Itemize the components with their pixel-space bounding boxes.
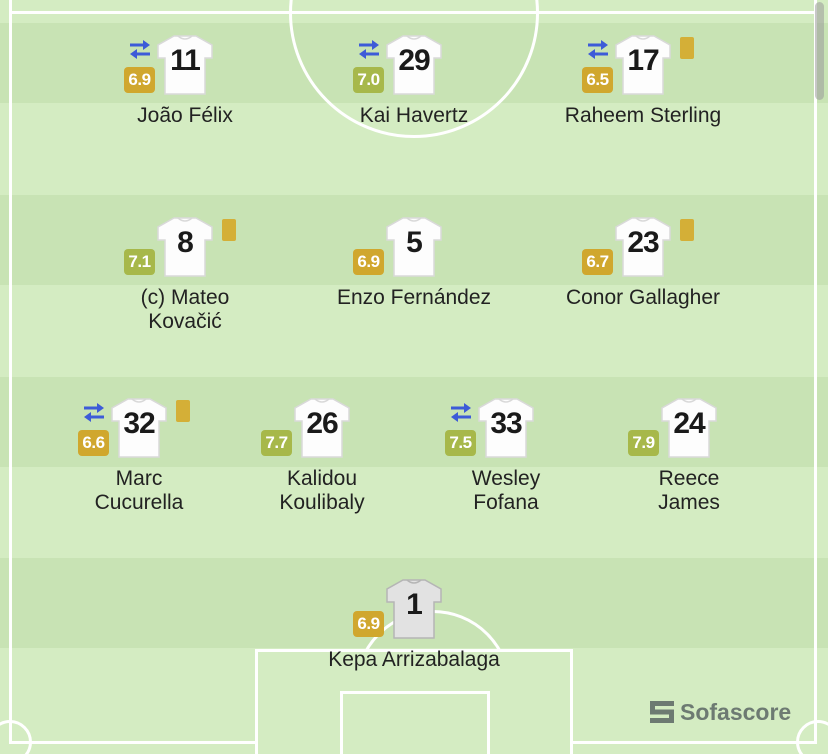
player-name-line: Fofana	[473, 491, 539, 514]
player-name-line: Cucurella	[94, 491, 184, 514]
shirt-icon: 33	[477, 397, 535, 459]
rating-badge: 6.9	[124, 67, 155, 93]
shirt-icon: 5	[385, 216, 443, 278]
yellow-card-icon	[680, 37, 694, 59]
shirt-icon: 23	[614, 216, 672, 278]
shirt-number: 11	[170, 44, 201, 77]
shirt-number: 29	[398, 44, 430, 77]
rating-badge: 7.0	[353, 67, 384, 93]
substitution-icon	[585, 37, 611, 61]
sofascore-logo-text: Sofascore	[680, 698, 792, 725]
shirt-number: 24	[673, 407, 705, 440]
substitution-icon	[448, 400, 474, 424]
player-name-line: Conor Gallagher	[565, 286, 721, 309]
player-name-line: (c) Mateo	[140, 286, 230, 309]
player-name[interactable]: Kai Havertz	[314, 104, 514, 128]
rating-badge: 7.7	[261, 430, 292, 456]
rating-badge: 6.6	[78, 430, 109, 456]
player-name-line: Kalidou	[286, 467, 358, 490]
scrollbar[interactable]	[815, 2, 824, 100]
player-name[interactable]: Raheem Sterling	[543, 104, 743, 128]
rating-badge: 6.5	[582, 67, 613, 93]
player-name[interactable]: João Félix	[85, 104, 285, 128]
player-name-line: Raheem Sterling	[564, 104, 722, 127]
shirt-icon: 8	[156, 216, 214, 278]
substitution-icon	[81, 400, 107, 424]
yellow-card-icon	[176, 400, 190, 422]
goal-area	[340, 691, 490, 754]
shirt-number: 32	[123, 407, 155, 440]
substitution-icon	[127, 37, 153, 61]
penalty-box	[255, 649, 573, 754]
shirt-icon: 26	[293, 397, 351, 459]
shirt-icon: 17	[614, 34, 672, 96]
rating-badge: 7.9	[628, 430, 659, 456]
player-name-line: Marc	[115, 467, 163, 490]
player-name-line: Wesley	[471, 467, 541, 490]
sofascore-logo-icon	[650, 701, 674, 723]
player-name[interactable]: Conor Gallagher	[543, 286, 743, 310]
shirt-number: 1	[406, 588, 423, 621]
rating-badge: 7.1	[124, 249, 155, 275]
substitution-icon	[356, 37, 382, 61]
rating-badge: 6.9	[353, 249, 384, 275]
player-name-line: Koulibaly	[279, 491, 365, 514]
shirt-icon: 1	[385, 578, 443, 640]
shirt-icon: 32	[110, 397, 168, 459]
player-name-line: João Félix	[137, 104, 233, 127]
rating-badge: 6.9	[353, 611, 384, 637]
player-name-line: James	[658, 491, 720, 514]
yellow-card-icon	[680, 219, 694, 241]
shirt-number: 5	[406, 226, 423, 259]
player-name-line: Reece	[658, 467, 720, 490]
shirt-icon: 11	[156, 34, 214, 96]
player-name[interactable]: Enzo Fernández	[314, 286, 514, 310]
shirt-number: 33	[490, 407, 522, 440]
sofascore-logo: Sofascore	[650, 699, 791, 725]
player-name-line: Kai Havertz	[359, 104, 469, 127]
shirt-number: 23	[627, 226, 659, 259]
corner-arc-right	[796, 720, 828, 754]
rating-badge: 7.5	[445, 430, 476, 456]
shirt-icon: 29	[385, 34, 443, 96]
player-name-line: Kepa Arrizabalaga	[328, 648, 500, 671]
player-name[interactable]: Kepa Arrizabalaga	[314, 648, 514, 672]
player-name-line: Kovačić	[148, 310, 222, 333]
shirt-number: 8	[177, 226, 194, 259]
yellow-card-icon	[222, 219, 236, 241]
shirt-number: 26	[306, 407, 338, 440]
shirt-number: 17	[627, 44, 659, 77]
shirt-icon: 24	[660, 397, 718, 459]
rating-badge: 6.7	[582, 249, 613, 275]
corner-arc-left	[0, 720, 32, 754]
player-name-line: Enzo Fernández	[336, 286, 492, 309]
